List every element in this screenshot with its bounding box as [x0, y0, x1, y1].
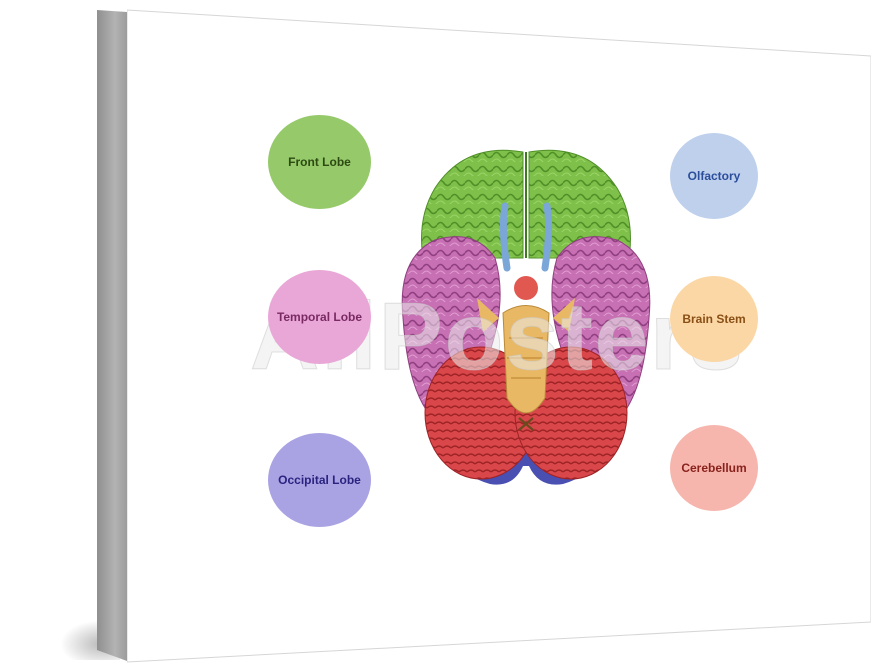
temporal-lobe-text: Temporal Lobe [276, 310, 363, 324]
frontal-lobe-region [421, 149, 631, 259]
occipital-lobe-label: Occipital Lobe [268, 433, 371, 527]
olfactory-tracts [499, 202, 553, 272]
brain-stem-label: Brain Stem [670, 276, 758, 362]
front-lobe-text: Front Lobe [288, 155, 351, 169]
canvas-side-edge [97, 10, 127, 661]
olfactory-text: Olfactory [687, 169, 741, 183]
brain-stem-region [477, 276, 575, 431]
temporal-lobe-label: Temporal Lobe [268, 270, 371, 364]
olfactory-label: Olfactory [670, 133, 758, 219]
cerebellum-text: Cerebellum [681, 461, 747, 475]
occipital-lobe-text: Occipital Lobe [278, 473, 361, 487]
brain-illustration [401, 149, 651, 485]
front-lobe-label: Front Lobe [268, 115, 371, 209]
brain-stem-text: Brain Stem [682, 312, 746, 326]
cerebellum-label: Cerebellum [670, 425, 758, 511]
